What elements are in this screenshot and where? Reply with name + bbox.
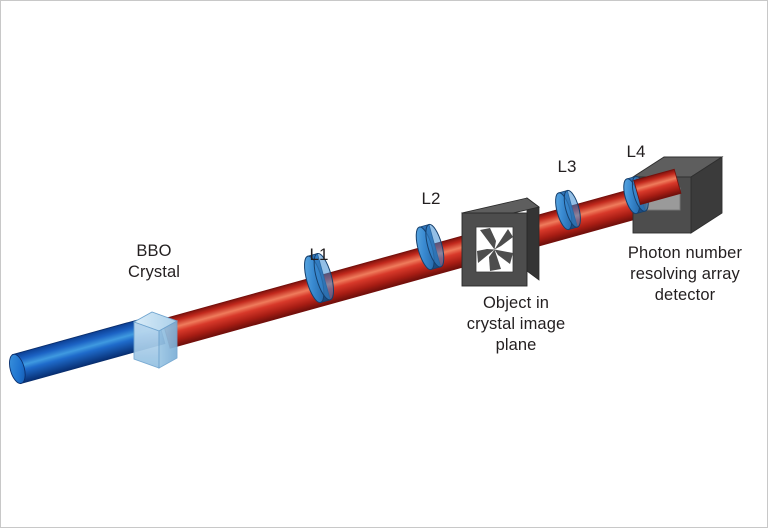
lens-1 (304, 252, 334, 304)
pump-beam (9, 314, 166, 385)
label-detector: Photon number resolving array detector (627, 244, 743, 304)
label-lens-1: L1 (309, 245, 329, 264)
label-lens-4: L4 (626, 142, 646, 161)
lens-2 (415, 223, 445, 271)
object-mask (461, 197, 540, 287)
label-lens-3: L3 (557, 157, 577, 176)
label-lens-2: L2 (421, 189, 441, 208)
bbo-crystal (132, 311, 179, 369)
label-object: Object in crystal image plane (466, 294, 566, 354)
label-bbo-crystal: BBO Crystal (127, 242, 181, 281)
signal-beam-tip (633, 168, 682, 206)
lens-3 (555, 189, 581, 231)
